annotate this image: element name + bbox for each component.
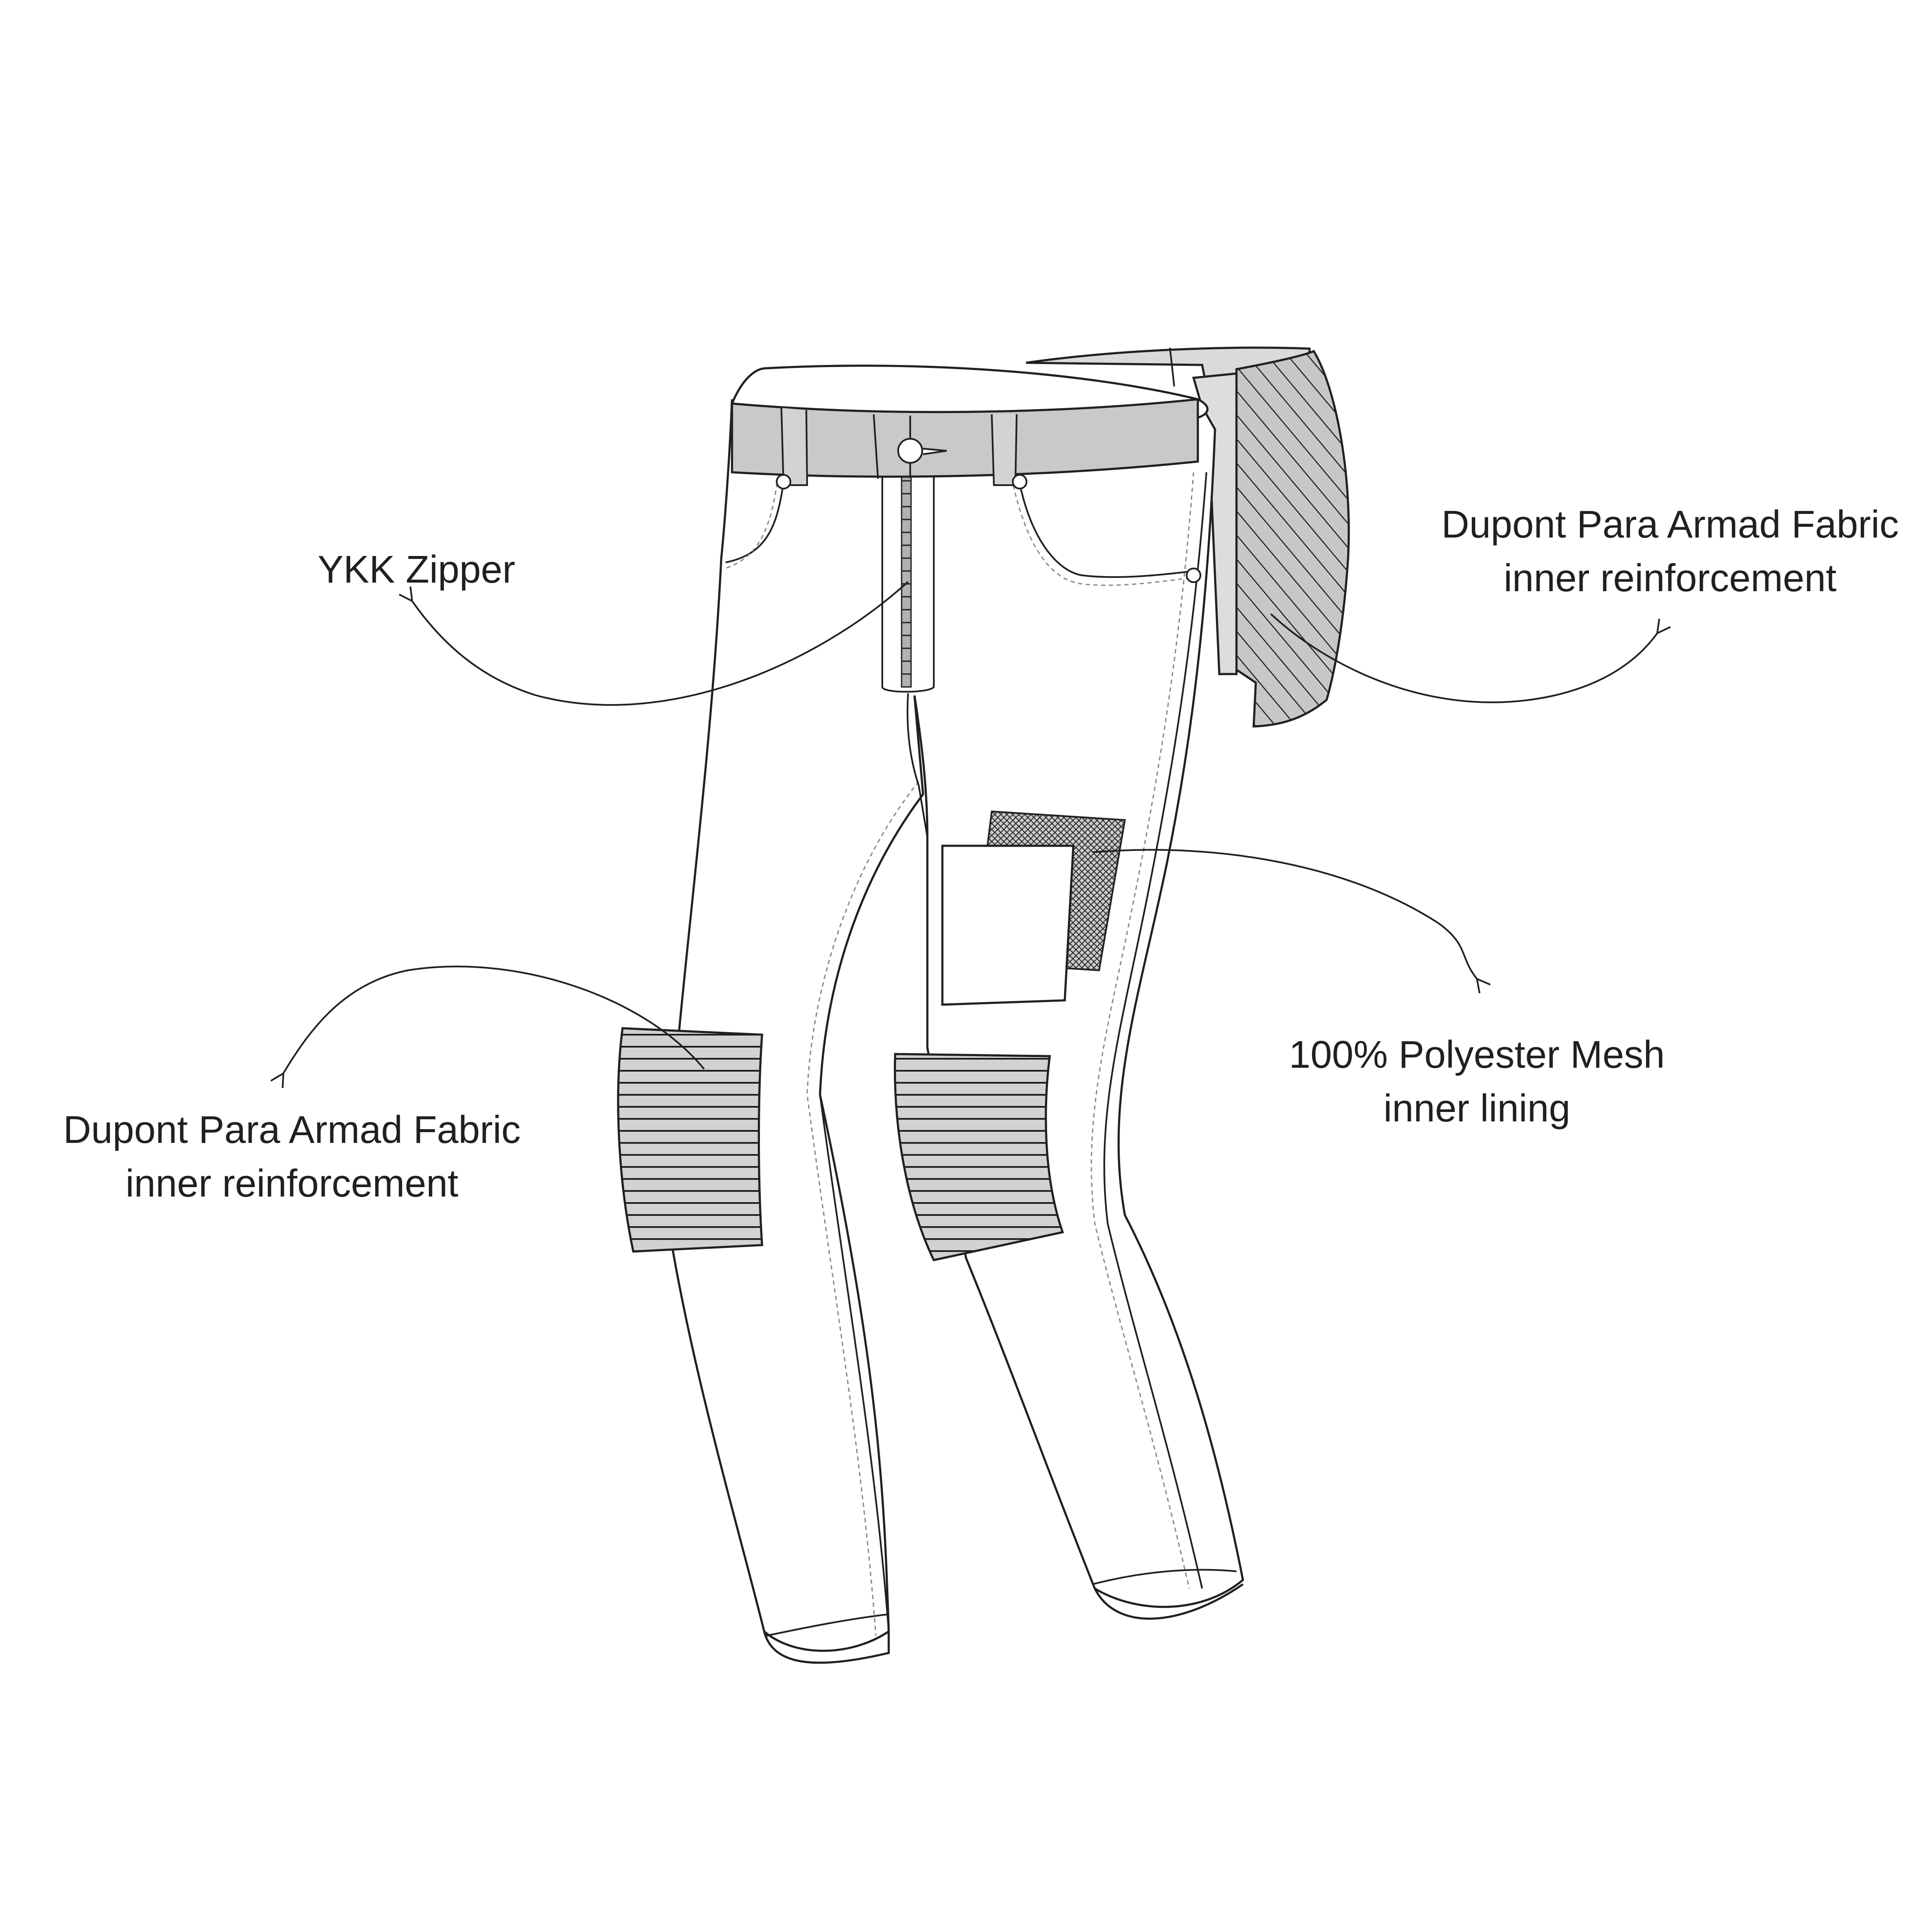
left-front-pocket <box>725 483 784 563</box>
arrow-icon <box>283 966 705 1073</box>
arrow-icon <box>1270 613 1657 703</box>
belt-loop-right <box>991 414 1018 486</box>
right-front-pocket <box>1019 483 1194 578</box>
pants-body <box>671 398 1244 1664</box>
annotation-line: inner reinforcement <box>125 1162 459 1205</box>
annotation-line: Dupont Para Armad Fabric <box>63 1109 521 1151</box>
rivet-icon <box>776 474 791 489</box>
left-knee-reinforcement <box>617 1027 763 1253</box>
rivet-icon <box>1186 568 1201 583</box>
belt-loop-left <box>781 407 808 486</box>
annotation-line: inner reinforcement <box>1504 557 1837 600</box>
annotation-line: inner lining <box>1383 1087 1571 1130</box>
hip-reinforcement-panel <box>1235 349 1350 728</box>
right-knee-reinforcement <box>893 1053 1064 1261</box>
fly-zipper <box>881 474 935 693</box>
knee-pocket <box>941 844 1075 1006</box>
zipper-annotation: YKK Zipper <box>275 543 558 597</box>
knee-reinforcement-annotation: Dupont Para Armad Fabric inner reinforce… <box>39 1103 545 1211</box>
front-waistband <box>731 398 1199 478</box>
rivet-icon <box>1012 474 1027 489</box>
hip-reinforcement-annotation: Dupont Para Armad Fabric inner reinforce… <box>1417 498 1923 605</box>
annotation-line: 100% Polyester Mesh <box>1289 1033 1665 1076</box>
mesh-lining-annotation: 100% Polyester Mesh inner lining <box>1254 1028 1700 1136</box>
button-icon <box>897 438 947 464</box>
annotation-line: Dupont Para Armad Fabric <box>1441 503 1899 546</box>
arrow-icon <box>1092 849 1477 979</box>
annotation-line: YKK Zipper <box>317 548 516 591</box>
arrow-icon <box>412 581 909 706</box>
